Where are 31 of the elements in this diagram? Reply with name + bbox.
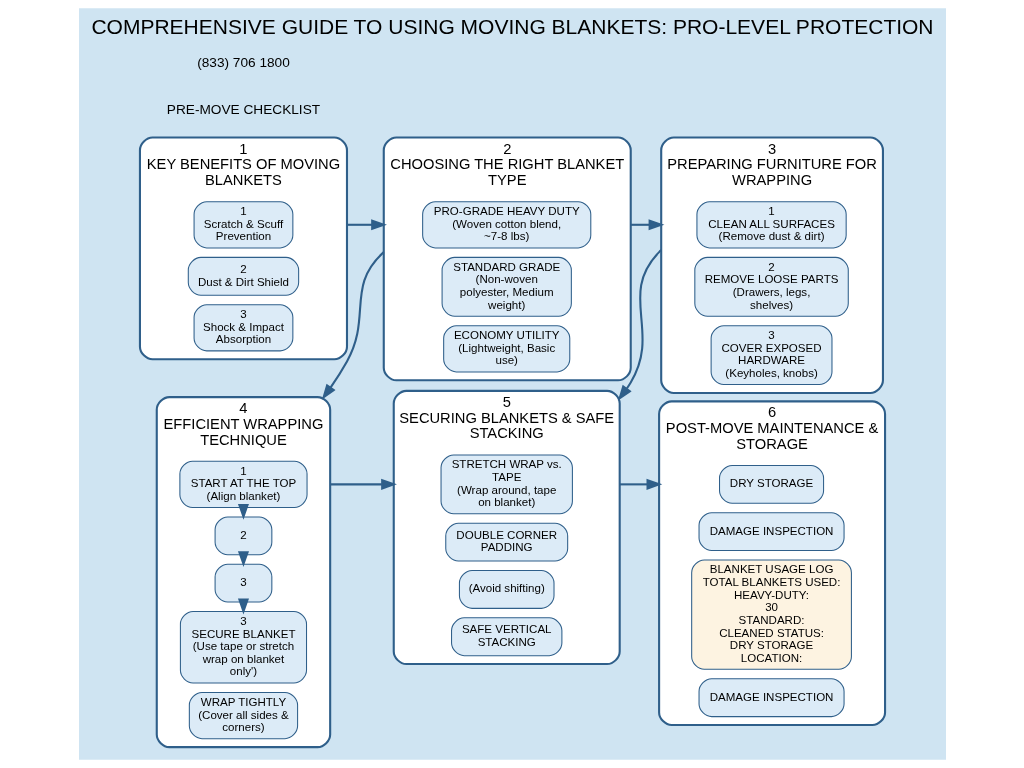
node-box: PRO-GRADE HEAVY DUTY (Woven cotton blend, ~7-8 lbs) [421, 201, 591, 249]
node-box: WRAP TIGHTLY (Cover all sides & corners) [188, 691, 298, 740]
node-box: STRETCH WRAP vs. TAPE (Wrap around, tape on blanket) [440, 454, 573, 515]
arrow [617, 249, 662, 401]
node-box: 3 COVER EXPOSED HARDWARE (Keyholes, knobs) [710, 325, 832, 386]
node-box: DRY STORAGE [718, 464, 824, 504]
arrow [630, 219, 664, 231]
node-box: DAMAGE INSPECTION [698, 512, 845, 552]
node-box: DAMAGE INSPECTION [698, 678, 845, 718]
arrow [329, 478, 397, 490]
node-box: ECONOMY UTILITY (Lightweight, Basic use) [442, 325, 570, 373]
node-box: DOUBLE CORNER PADDING [444, 522, 568, 562]
node-box: 1 Scratch & Scuff Prevention [193, 201, 293, 249]
node-box: SAFE VERTICAL STACKING [450, 617, 562, 657]
arrow [237, 551, 249, 568]
arrow [346, 219, 387, 231]
arrow [237, 598, 249, 615]
node-box: 3 Shock & Impact Absorption [193, 304, 293, 352]
label: (833) 706 1800 [196, 54, 290, 70]
node-box: 1 CLEAN ALL SURFACES (Remove dust & dirt) [695, 201, 847, 249]
arrow [321, 251, 384, 400]
node-box: STANDARD GRADE (Non-woven polyester, Medium weight) [441, 256, 572, 317]
node-box: 3 SECURE BLANKET (Use tape or stretch wrap on blanket only') [179, 611, 307, 684]
node-box: (Avoid shifting) [458, 570, 555, 609]
node-box: 2 Dust & Dirt Shield [187, 256, 299, 296]
node-box: BLANKET USAGE LOG TOTAL BLANKETS USED: HEAVY-DUTY: 30 STANDARD: CLEANED STATUS: DRY STORAGE LOCATION: [690, 559, 852, 670]
node-box: 2 REMOVE LOOSE PARTS (Drawers, legs, shelves) [693, 256, 849, 317]
arrow [619, 478, 662, 490]
diagram-title: COMPREHENSIVE GUIDE TO USING MOVING BLANKETS: PRO-LEVEL PROTECTION [90, 14, 934, 38]
arrow [237, 503, 249, 520]
label: PRE-MOVE CHECKLIST [166, 101, 320, 117]
